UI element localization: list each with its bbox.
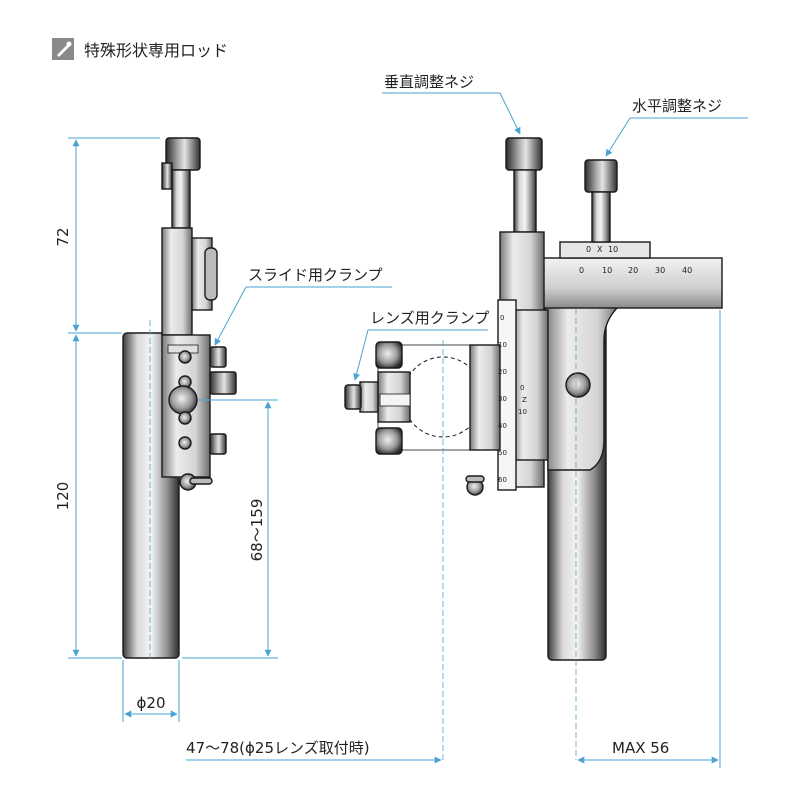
svg-text:0: 0 (500, 314, 504, 322)
x-scale-top: 0 X 10 0 10 20 30 40 (579, 245, 692, 275)
vertical-screw-label: 垂直調整ネジ (384, 73, 474, 91)
dim-120-label: 120 (54, 482, 72, 511)
header-icon (52, 38, 74, 60)
vertical-screw-leader (499, 92, 521, 135)
slide-clamp-leader (214, 286, 247, 346)
svg-text:20: 20 (628, 266, 638, 275)
svg-text:10: 10 (608, 245, 618, 254)
svg-text:30: 30 (498, 395, 507, 403)
svg-text:10: 10 (498, 341, 507, 349)
dim-phi20-label: ϕ20 (137, 694, 166, 712)
slide-clamp-label: スライド用クランプ (248, 266, 383, 284)
left-dimensions (68, 137, 278, 722)
bottom-dimensions (186, 310, 721, 768)
page-title: 特殊形状専用ロッド (84, 41, 228, 60)
svg-text:Z: Z (522, 396, 527, 404)
left-side-view (122, 137, 237, 660)
svg-text:60: 60 (498, 476, 507, 484)
svg-text:0: 0 (579, 266, 584, 275)
lens-clamp-label: レンズ用クランプ (370, 309, 489, 327)
lens-clamp-leader (353, 329, 369, 381)
horizontal-screw-leader (605, 117, 631, 157)
dim-bottom-range-label: 47～78(ϕ25レンズ取付時) (186, 739, 370, 757)
svg-text:40: 40 (682, 266, 692, 275)
svg-text:40: 40 (498, 422, 507, 430)
dim-68-159-label: 68～159 (248, 499, 266, 562)
svg-text:20: 20 (498, 368, 507, 376)
dim-max56-label: MAX 56 (612, 739, 669, 757)
svg-text:10: 10 (518, 408, 527, 416)
right-front-view (344, 137, 723, 760)
svg-text:10: 10 (602, 266, 612, 275)
svg-text:0: 0 (520, 384, 524, 392)
svg-text:0: 0 (586, 245, 591, 254)
dim-72-label: 72 (54, 227, 72, 246)
svg-text:30: 30 (655, 266, 665, 275)
svg-text:X: X (597, 245, 603, 254)
svg-text:50: 50 (498, 449, 507, 457)
z-scale: 0 10 20 30 40 50 60 0 Z 10 (498, 314, 527, 484)
horizontal-screw-label: 水平調整ネジ (632, 97, 722, 115)
